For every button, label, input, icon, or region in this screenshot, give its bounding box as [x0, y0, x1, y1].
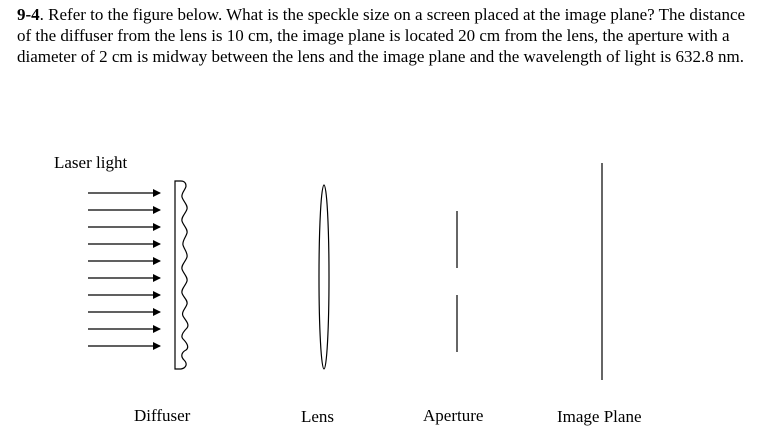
lens-element — [318, 184, 330, 370]
problem-statement: 9-4. Refer to the figure below. What is … — [17, 4, 752, 67]
diffuser-label: Diffuser — [134, 406, 191, 425]
problem-number: 9-4 — [17, 5, 40, 24]
lens-label: Lens — [301, 407, 335, 426]
laser-light-label: Laser light — [54, 153, 128, 172]
aperture-label: Aperture — [423, 406, 484, 425]
problem-body: . Refer to the figure below. What is the… — [17, 5, 746, 66]
diffuser-element — [174, 180, 189, 370]
laser-rays — [88, 189, 161, 350]
image-plane-label: Image Plane — [557, 407, 642, 426]
